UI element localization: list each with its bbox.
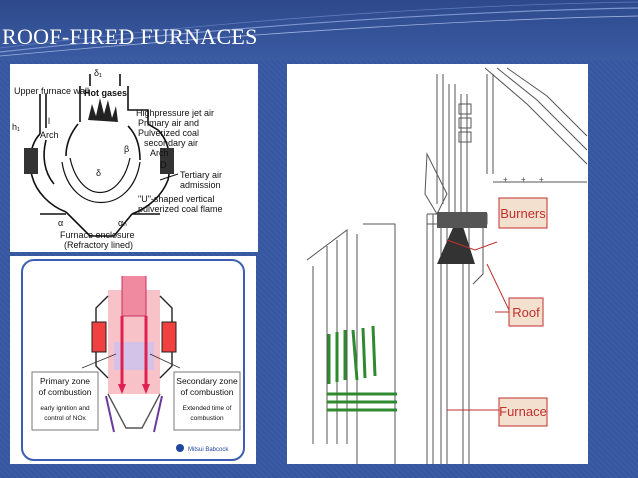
secondary-zone-desc-2: combustion: [190, 415, 224, 422]
title-band: [0, 0, 638, 60]
label-d: D: [160, 160, 167, 170]
label-l: l: [48, 116, 50, 126]
primary-zone-desc: early ignition and: [40, 405, 90, 412]
label-alpha: α: [58, 218, 63, 228]
label-u-flame: "U"-shaped vertical: [138, 194, 214, 204]
slide-title: ROOF-FIRED FURNACES: [2, 24, 258, 49]
primary-zone-title: Primary zone: [40, 376, 90, 386]
furnace-label-box: [498, 397, 548, 427]
furnace-label: Furnace: [499, 404, 547, 419]
schematic-diagram-panel: δ₁ Upper furnace wall Hot gases h₁ l Arc…: [10, 64, 258, 252]
title-swoosh: [0, 1, 638, 57]
mitsui-babcock-logo-icon: [176, 444, 184, 452]
svg-text:+: +: [503, 175, 508, 184]
label-h1: h₁: [12, 122, 20, 132]
label-admission: admission: [180, 180, 221, 190]
boiler-drawing: + + + Burners Roof Furnace: [306, 67, 588, 464]
roof-label-box: [508, 297, 544, 327]
burners-label: Burners: [500, 206, 546, 221]
svg-text:+: +: [521, 175, 526, 184]
label-u-flame-2: pulverized coal flame: [138, 204, 223, 214]
secondary-zone-title: Secondary zone: [176, 376, 238, 386]
label-pulverized-coal: Pulverized coal: [138, 128, 199, 138]
roof-label: Roof: [512, 305, 540, 320]
label-refractory: (Refractory lined): [64, 240, 133, 250]
label-primary-air: Primary air and: [138, 118, 199, 128]
secondary-zone-desc: Extended time of: [183, 405, 232, 412]
schematic-diagram: δ₁ Upper furnace wall Hot gases h₁ l Arc…: [12, 68, 223, 250]
logo-text: Mitsui Babcock: [188, 447, 229, 453]
secondary-zone-title-2: of combustion: [181, 387, 234, 397]
primary-zone-title-2: of combustion: [39, 387, 92, 397]
label-tertiary-air: Tertiary air: [180, 170, 222, 180]
label-arch-left: Arch: [40, 130, 59, 140]
svg-text:+: +: [539, 175, 544, 184]
label-alpha-h: αₕ: [118, 218, 127, 228]
label-arch-right: Arch: [150, 148, 169, 158]
label-delta1: δ₁: [94, 68, 102, 78]
label-beta: β: [124, 144, 129, 154]
burners-label-box: [498, 197, 548, 229]
label-upper-furnace-wall: Upper furnace wall: [14, 86, 89, 96]
combustion-zones-panel: Primary zone of combustion early ignitio…: [10, 256, 256, 464]
boiler-drawing-panel: + + + Burners Roof Furnace: [287, 64, 588, 464]
label-delta: δ: [96, 168, 101, 178]
primary-zone-desc-2: control of NOx: [44, 415, 86, 422]
label-enclosure: Furnace enclosure: [60, 230, 135, 240]
combustion-zones-diagram: Primary zone of combustion early ignitio…: [21, 259, 245, 461]
label-high-pressure-jet-air: Highpressure jet air: [136, 108, 214, 118]
label-secondary-air: secondary air: [144, 138, 198, 148]
label-hot-gases: Hot gases: [84, 88, 127, 98]
